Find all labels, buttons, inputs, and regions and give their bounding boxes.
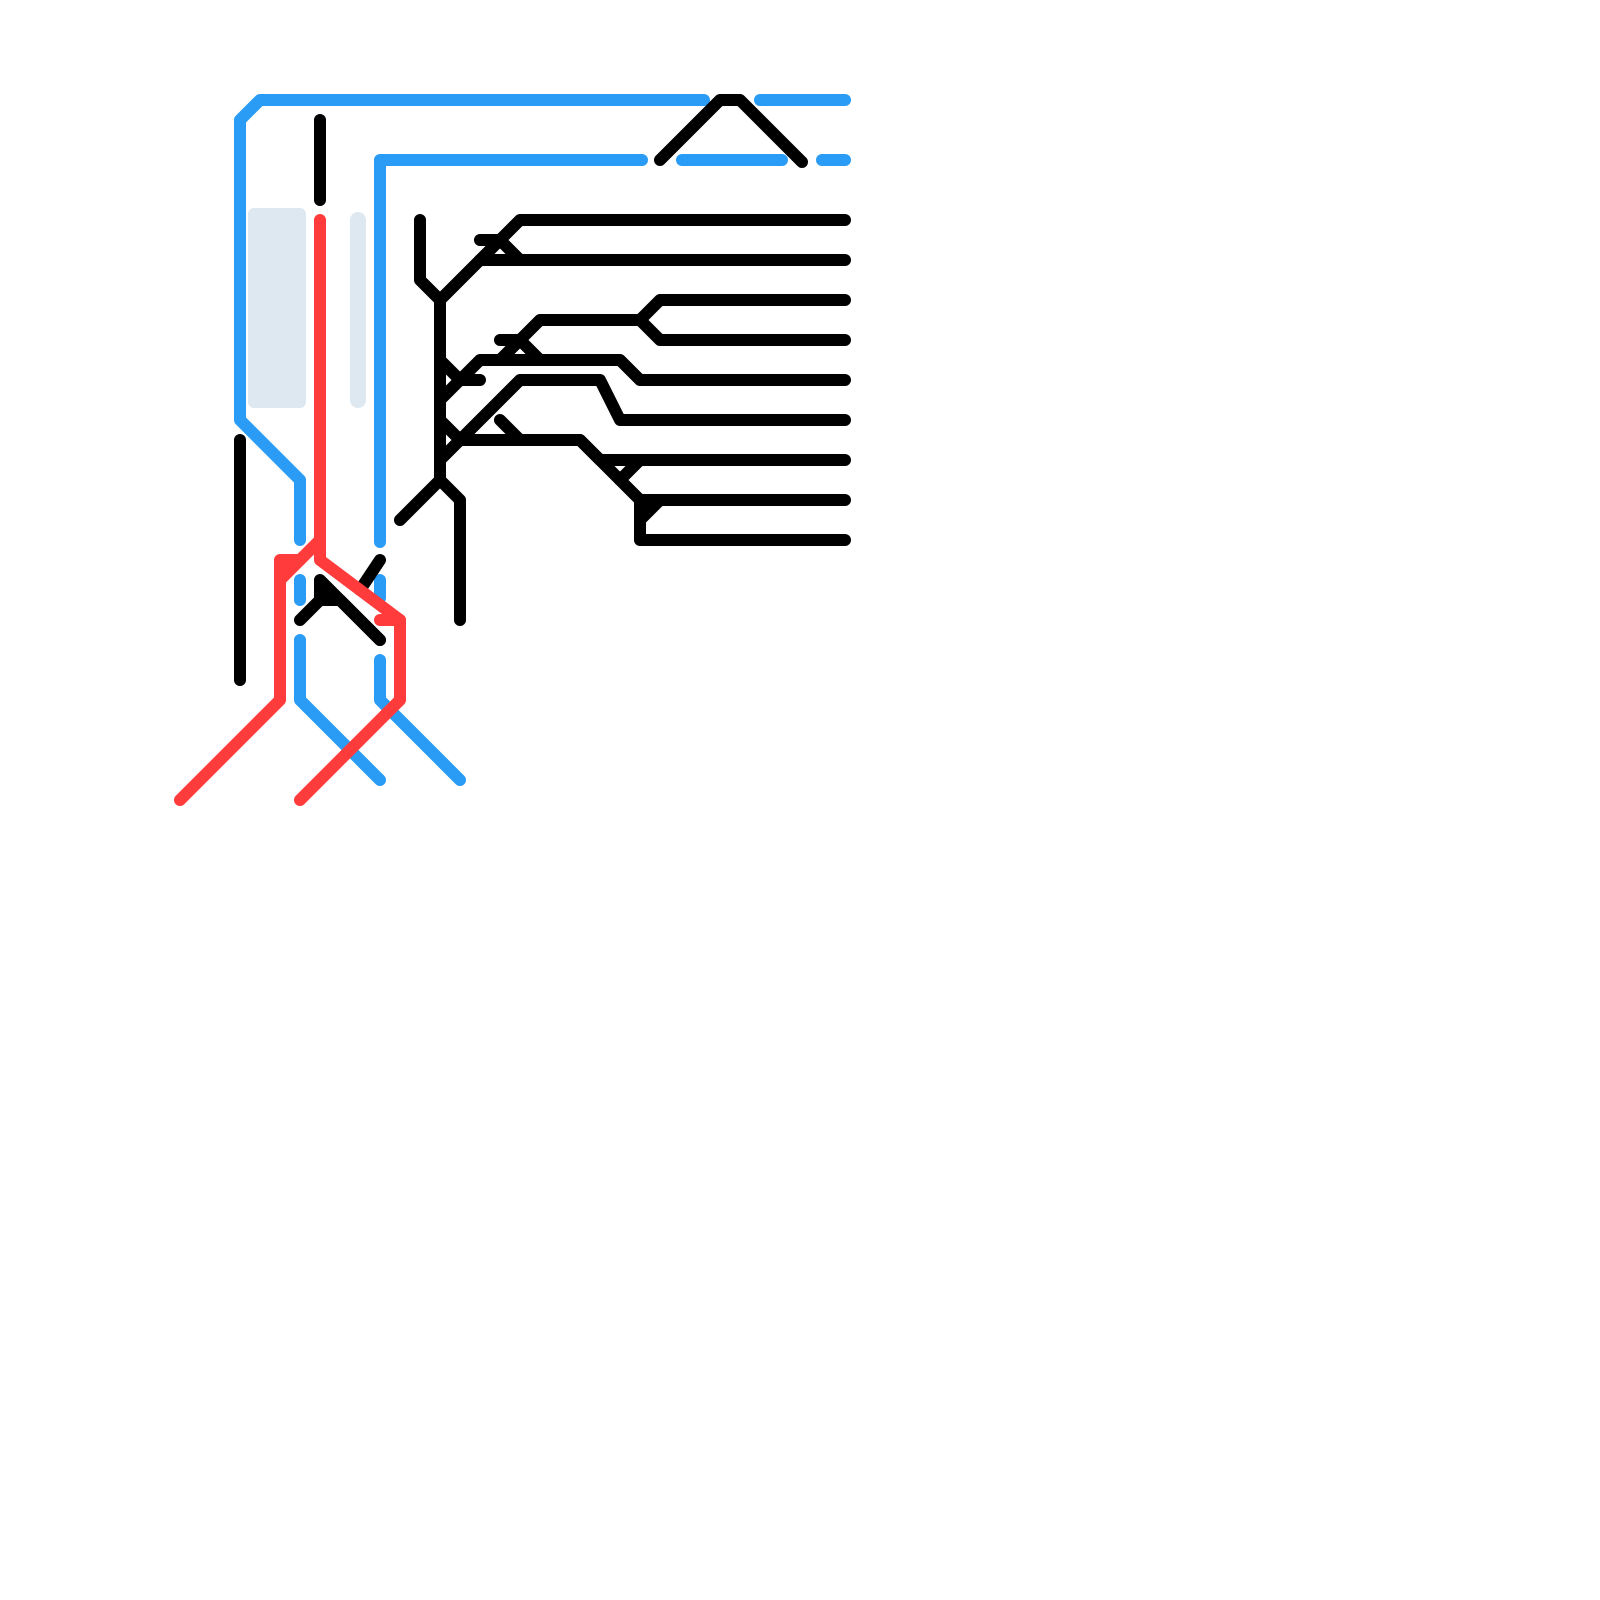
blue-tracks [234,94,851,786]
black-track-trunk [434,294,466,626]
black-track-fan-3 [434,354,851,406]
black-tracks [234,94,851,686]
black-track-fan-1 [434,214,851,306]
black-track-crossover-c [354,554,386,596]
red-tracks [174,214,406,806]
black-track-fan-stub-1 [414,214,446,306]
platform-right [350,212,366,408]
black-track-fan-4 [494,294,851,366]
black-track-fan-3-spur [434,354,486,386]
black-track-fan-8 [574,434,851,506]
black-track-fan-2-spur [474,234,526,266]
black-track-trunk-exit [394,474,446,526]
black-track-fan-6 [434,374,851,466]
black-track-fan-8-spur [614,454,646,486]
black-track-fan-5b [634,314,851,346]
platform-left [248,208,306,408]
red-track-link [274,554,306,586]
black-track-top-arch [654,94,808,168]
black-track-crossover-b [314,574,386,646]
blue-track-inner [374,154,648,548]
blue-track-lower-right [374,654,466,786]
black-track-fan-5 [494,334,546,366]
red-track-branch [174,534,326,806]
platform-areas [248,208,366,408]
black-track-fan-9-spur [634,494,666,526]
blue-track-outer-loop [234,94,710,546]
